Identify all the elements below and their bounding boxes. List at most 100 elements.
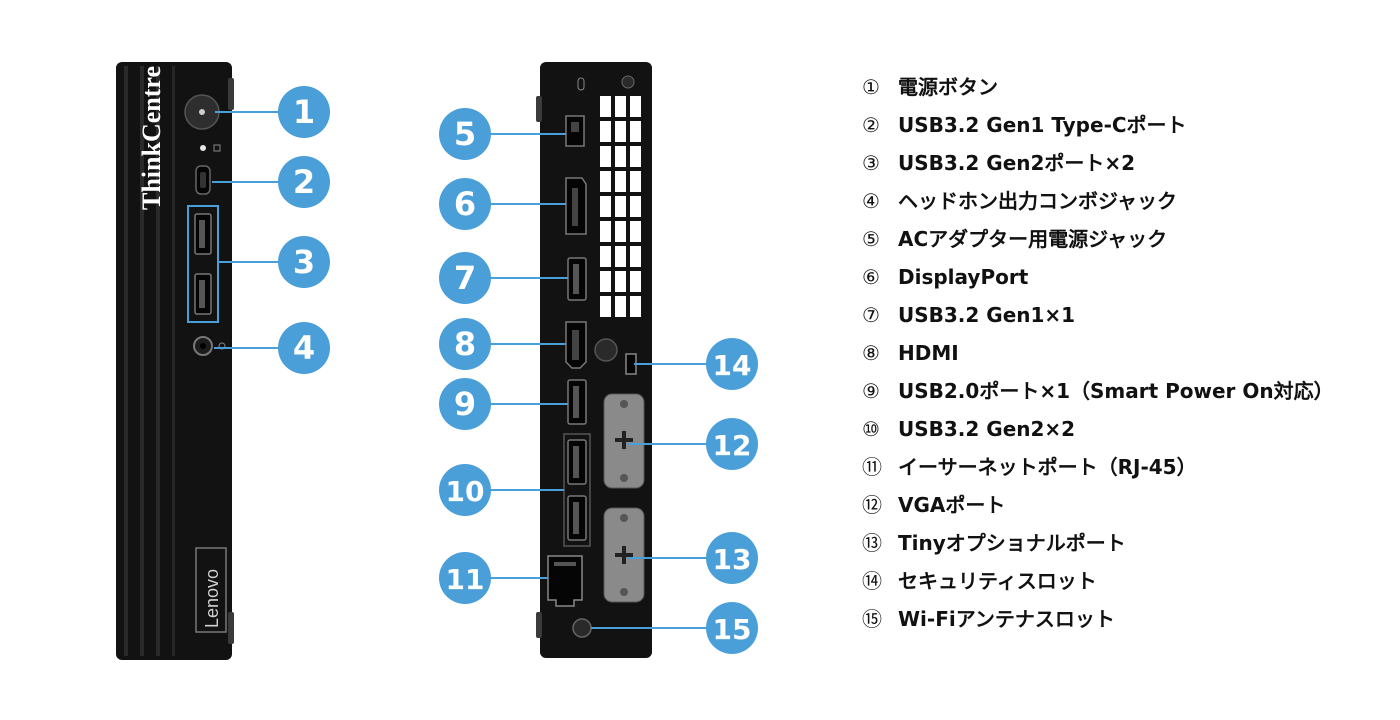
lock-icon bbox=[577, 77, 585, 91]
legend-label: USB3.2 Gen1×1 bbox=[898, 303, 1076, 327]
legend-label: USB3.2 Gen2×2 bbox=[898, 417, 1076, 441]
rear-side-tab bbox=[536, 96, 542, 122]
vent-slot bbox=[630, 246, 641, 267]
legend-number: ⑮ bbox=[862, 607, 882, 631]
vent-slot bbox=[615, 96, 626, 117]
legend-item: ⑭ セキュリティスロット bbox=[862, 562, 1334, 600]
vent-slot bbox=[600, 171, 611, 192]
rear-side-tab bbox=[536, 612, 542, 638]
vent-slot bbox=[600, 96, 611, 117]
ethernet-port[interactable] bbox=[547, 555, 583, 607]
legend-label: DisplayPort bbox=[898, 265, 1029, 289]
legend-number: ④ bbox=[862, 189, 880, 213]
legend-number: ② bbox=[862, 113, 880, 137]
legend-label: ヘッドホン出力コンボジャック bbox=[898, 189, 1177, 213]
legend-label: VGAポート bbox=[898, 493, 1006, 517]
callout-number: 11 bbox=[446, 563, 485, 596]
headphone-jack-hole bbox=[200, 343, 206, 349]
legend-label: イーサーネットポート（RJ-45） bbox=[898, 455, 1197, 479]
wifi-antenna-slot[interactable] bbox=[572, 618, 592, 638]
ethernet-pins bbox=[554, 562, 576, 566]
usb-a-tongue bbox=[573, 264, 579, 294]
legend-number: ⑭ bbox=[862, 569, 882, 593]
callout-number: 8 bbox=[454, 325, 476, 363]
vent-slot bbox=[630, 171, 641, 192]
activity-led bbox=[200, 145, 206, 151]
legend-label: Wi-Fiアンテナスロット bbox=[898, 607, 1115, 631]
legend-number: ⑦ bbox=[862, 303, 880, 327]
usb-a-tongue bbox=[199, 280, 205, 308]
vent-slot bbox=[600, 271, 611, 292]
legend-label: USB3.2 Gen2ポート×2 bbox=[898, 151, 1136, 175]
callout-circle bbox=[706, 602, 758, 654]
callout-circle bbox=[439, 108, 491, 160]
front-panel-view: ThinkCentre Lenovo bbox=[116, 62, 234, 660]
callout-number: 4 bbox=[293, 329, 315, 367]
vent-slot bbox=[630, 271, 641, 292]
usb-a-tongue bbox=[573, 386, 579, 418]
callout-circle bbox=[278, 322, 330, 374]
front-side-tab bbox=[228, 78, 234, 110]
vent-slot bbox=[630, 221, 641, 242]
brand-text: ThinkCentre bbox=[137, 66, 166, 210]
usb-c-tongue bbox=[200, 172, 206, 188]
lenovo-logo: Lenovo bbox=[202, 569, 222, 628]
legend-item: ⑥ DisplayPort bbox=[862, 258, 1334, 296]
callout-circle bbox=[706, 532, 758, 584]
legend-item: ⑦ USB3.2 Gen1×1 bbox=[862, 296, 1334, 334]
callout-number: 12 bbox=[713, 429, 752, 462]
vent-slot bbox=[600, 196, 611, 217]
vent-slot bbox=[600, 221, 611, 242]
usb-a-highlight bbox=[187, 205, 219, 323]
vent-slot bbox=[600, 146, 611, 167]
callout-number: 15 bbox=[713, 613, 752, 646]
legend-item: ③ USB3.2 Gen2ポート×2 bbox=[862, 144, 1334, 182]
callout-number: 5 bbox=[454, 115, 476, 153]
vent-slot bbox=[630, 121, 641, 142]
vent-grille bbox=[600, 96, 641, 317]
legend-number: ③ bbox=[862, 151, 880, 175]
vga-screw-hole bbox=[620, 400, 628, 408]
legend-item: ⑮ Wi-Fiアンテナスロット bbox=[862, 600, 1334, 638]
vent-slot bbox=[630, 96, 641, 117]
front-groove bbox=[140, 66, 144, 656]
vent-slot bbox=[615, 221, 626, 242]
vent-slot bbox=[615, 121, 626, 142]
legend-number: ⑨ bbox=[862, 379, 880, 403]
callout-circle bbox=[439, 318, 491, 370]
front-groove bbox=[156, 66, 160, 656]
legend-label: セキュリティスロット bbox=[898, 569, 1097, 593]
hdmi-pins bbox=[572, 330, 579, 360]
vent-slot bbox=[600, 121, 611, 142]
callout-number: 14 bbox=[713, 349, 752, 382]
rear-center-screw bbox=[594, 338, 618, 362]
callout-number: 9 bbox=[454, 385, 476, 423]
callout-number: 10 bbox=[446, 475, 485, 508]
callout-circle bbox=[439, 552, 491, 604]
front-side-tab bbox=[228, 612, 234, 644]
vent-slot bbox=[600, 246, 611, 267]
callout-number: 7 bbox=[454, 259, 476, 297]
rear-panel-view bbox=[536, 62, 652, 658]
vga-screw-hole bbox=[620, 474, 628, 482]
callout-number: 13 bbox=[713, 543, 752, 576]
legend-number: ⑥ bbox=[862, 265, 880, 289]
vent-slot bbox=[615, 196, 626, 217]
legend-number: ⑫ bbox=[862, 493, 882, 517]
legend-label: HDMI bbox=[898, 341, 959, 365]
callout-circle bbox=[439, 464, 491, 516]
callout-circle bbox=[278, 86, 330, 138]
callout-circle bbox=[278, 236, 330, 288]
callout-number: 1 bbox=[293, 93, 315, 131]
callout-number: 3 bbox=[293, 243, 315, 281]
callout-circle bbox=[439, 178, 491, 230]
usb-a-tongue bbox=[573, 502, 579, 534]
